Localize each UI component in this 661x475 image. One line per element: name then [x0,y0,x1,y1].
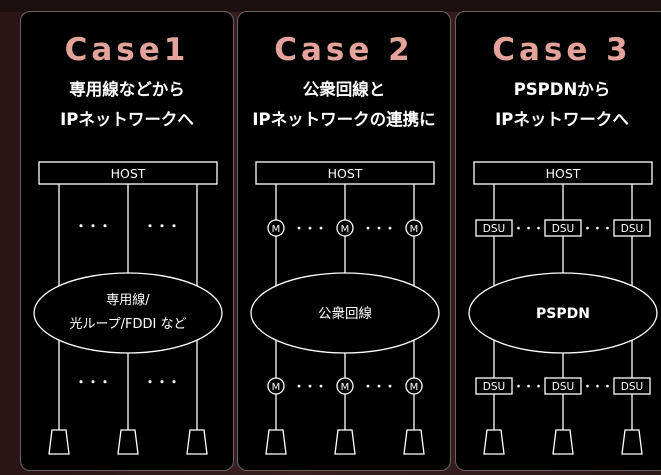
case3-host-label: HOST [546,166,581,181]
case1-subtitle-line2: IPネットワークへ [60,110,194,129]
case1-subtitle-line1: 専用線などから [69,80,185,99]
case3-dsu-label: DSU [621,223,643,235]
case2-subtitle-line1: 公衆回線と [302,80,386,99]
case3-dots-top-right: ・・・ [583,224,613,235]
case3-terminal-right [621,429,643,455]
case3-title: Case 3 [492,32,632,68]
case1-terminal-center [117,429,139,455]
case3-dsu-label: DSU [483,381,505,393]
case3-network-label: PSPDN [536,306,590,322]
case1-dots-bottom-left: ・・・ [75,375,111,389]
case3-dsu-top-right [613,219,651,237]
case3-dsu-bottom-center [544,377,582,395]
case1-terminal-left [48,429,70,455]
case2-terminal-center [334,429,356,455]
case2-modem-bottom-center [336,377,354,395]
case2-title: Case 2 [274,32,414,68]
case2-modem-label: M [272,224,281,235]
case3-dots-top-left: ・・・ [514,224,544,235]
case2-network-ellipse [250,272,440,354]
case1-dots-top-left: ・・・ [75,219,111,233]
case2-dots-bottom-left: ・・・ [294,380,327,393]
case2-modem-label: M [341,224,350,235]
case2-modem-top-center [336,219,354,237]
case2-modem-top-left [267,219,285,237]
case2-modem-bottom-left [267,377,285,395]
case2-panel: Case 2 公衆回線と IPネットワークの連携に HOST M M M M M… [237,11,451,471]
case2-modem-label: M [272,382,281,393]
case2-terminal-left [265,429,287,455]
case3-dsu-top-center [544,219,582,237]
case2-terminal-right [403,429,425,455]
case1-network-label-line2: 光ループ/FDDI など [69,317,186,332]
case2-modem-top-right [405,219,423,237]
case3-dsu-label: DSU [552,223,574,235]
case3-terminal-center [552,429,574,455]
case2-modem-label: M [341,382,350,393]
case1-host-label: HOST [111,166,146,181]
case3-subtitle-line1: PSPDNから [513,80,611,99]
case2-dots-bottom-right: ・・・ [363,380,396,393]
background-stripe [0,0,661,12]
case3-dsu-label: DSU [483,223,505,235]
case1-dots-top-right: ・・・ [144,219,180,233]
case3-panel: Case 3 PSPDNから IPネットワークへ HOST DSU DSU DS… [455,11,661,471]
case3-dots-bottom-right: ・・・ [583,382,613,393]
case1-terminal-right [186,429,208,455]
case2-dots-top-right: ・・・ [363,222,396,235]
case1-panel: Case1 専用線などから IPネットワークへ HOST ・・・ ・・・ ・・・… [20,11,234,471]
case2-dots-top-left: ・・・ [294,222,327,235]
case3-dots-bottom-left: ・・・ [514,382,544,393]
case3-dsu-top-left [475,219,513,237]
case3-dsu-label: DSU [552,381,574,393]
case2-modem-bottom-right [405,377,423,395]
case1-network-label-line1: 専用線/ [106,292,150,308]
case1-title: Case1 [64,32,190,68]
case3-terminal-left [483,429,505,455]
case3-subtitle-line2: IPネットワークへ [495,110,629,129]
case3-dsu-label: DSU [621,381,643,393]
case1-network-ellipse [33,272,223,354]
case2-host-label: HOST [328,166,363,181]
case3-dsu-bottom-left [475,377,513,395]
case2-diagram: HOST M M M M M M ・・・ ・・・ ・・・ ・・・ 公衆回線 [250,161,440,455]
case3-diagram: HOST DSU DSU DSU DSU DSU DSU ・・・ ・・・ ・・・… [468,161,658,455]
case1-dots-bottom-right: ・・・ [144,375,180,389]
case2-subtitle-line2: IPネットワークの連携に [252,110,436,129]
case3-network-ellipse [468,272,658,354]
case2-modem-label: M [410,224,419,235]
case1-diagram: HOST ・・・ ・・・ ・・・ ・・・ 専用線/ 光ループ/FDDI など [33,161,223,455]
case2-modem-label: M [410,382,419,393]
case2-network-label: 公衆回線 [318,306,372,322]
case3-dsu-bottom-right [613,377,651,395]
